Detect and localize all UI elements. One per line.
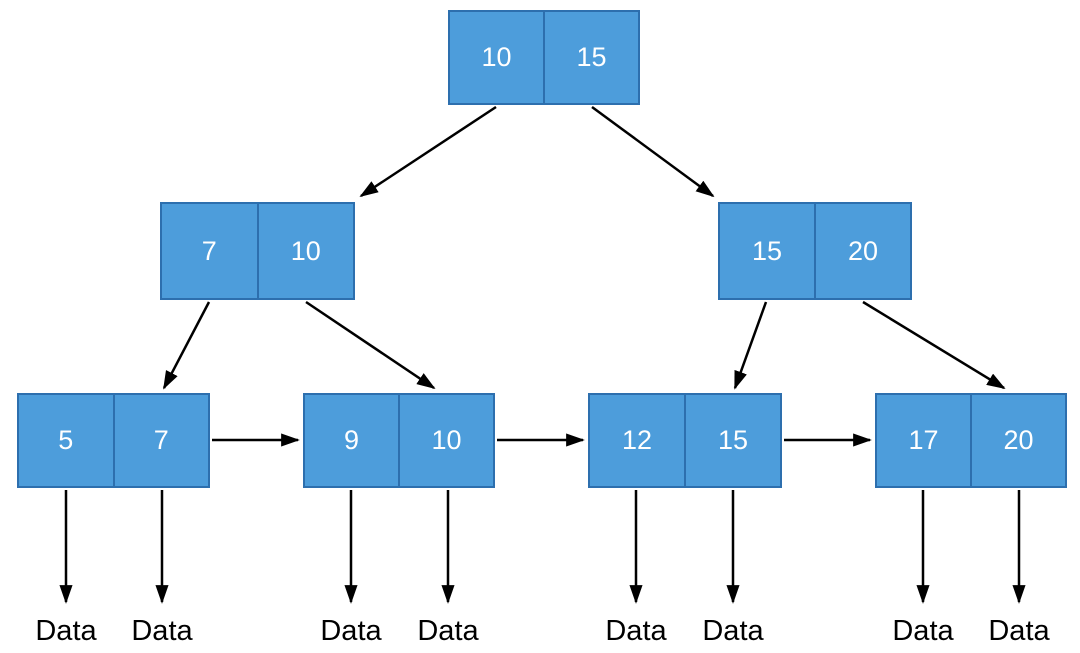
- node-leaf-2: 9 10: [303, 393, 495, 488]
- node-leaf-3-key-2: 15: [717, 425, 749, 455]
- node-internal-left-key-1: 7: [162, 204, 259, 298]
- node-root: 10 15: [448, 10, 640, 105]
- arrow-root-to-internal-left: [359, 105, 497, 198]
- data-label-5: Data: [605, 615, 667, 647]
- data-label-4: Data: [417, 615, 479, 647]
- arrow-internal-right-to-leaf-3: [733, 301, 768, 390]
- arrow-root-to-internal-right: [591, 105, 715, 198]
- node-leaf-1-key-2: 7: [153, 425, 169, 455]
- arrow-internal-left-to-leaf-1: [162, 301, 211, 390]
- node-leaf-1: 5 7: [17, 393, 210, 488]
- data-label-6: Data: [702, 615, 764, 647]
- node-internal-right-key-1: 15: [720, 204, 816, 298]
- node-leaf-4: 17 20: [875, 393, 1067, 488]
- node-root-key-2: 15: [576, 42, 607, 72]
- node-internal-right-key-2: 20: [847, 235, 879, 266]
- node-leaf-2-key-1: 9: [305, 395, 400, 486]
- node-internal-left: 7 10: [160, 202, 355, 300]
- arrow-internal-left-to-leaf-2: [305, 300, 436, 390]
- node-leaf-2-key-2: 10: [431, 425, 462, 455]
- data-label-8: Data: [988, 615, 1050, 647]
- node-internal-right: 15 20: [718, 202, 912, 300]
- node-leaf-3-key-1: 12: [590, 395, 686, 486]
- data-label-7: Data: [892, 615, 954, 647]
- data-label-3: Data: [320, 615, 382, 647]
- data-label-1: Data: [35, 615, 97, 647]
- arrow-internal-right-to-leaf-4: [862, 300, 1006, 390]
- node-leaf-3: 12 15: [588, 393, 782, 488]
- node-root-key-1: 10: [450, 12, 545, 103]
- data-label-2: Data: [131, 615, 193, 647]
- node-internal-left-key-2: 10: [290, 235, 321, 266]
- node-leaf-1-key-1: 5: [19, 395, 115, 486]
- node-leaf-4-key-2: 20: [1003, 425, 1034, 455]
- node-leaf-4-key-1: 17: [877, 395, 972, 486]
